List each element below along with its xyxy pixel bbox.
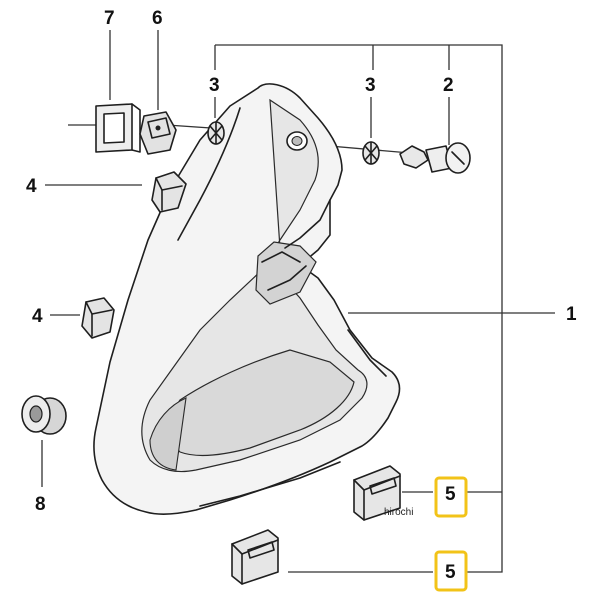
callout-labels: 7 6 3 3 2 4 4 1 8 5 5 [26, 8, 577, 583]
clip-part-6 [139, 111, 177, 155]
handle-edge-2 [267, 265, 307, 291]
grommet-8-hole [29, 405, 43, 423]
bezel-side [131, 103, 141, 153]
highlight-box-5b [434, 550, 468, 592]
clip-5b-slot [247, 541, 275, 559]
bezel-window [103, 112, 125, 144]
clip-6-body [139, 111, 177, 155]
callout-4-lower: 4 [32, 306, 43, 327]
grommet-part-8 [21, 395, 67, 435]
bracket-line-top [215, 44, 503, 492]
callout-5-upper: 5 [445, 484, 456, 505]
callout-5-lower: 5 [445, 562, 456, 583]
panel-mount-hole-inner [291, 136, 303, 146]
clip-5a-slot [369, 477, 397, 495]
leader-lines [41, 30, 555, 573]
fastener-2-slot [451, 151, 465, 165]
panel-bottom-edge [199, 461, 341, 507]
clip-part-5-upper [353, 465, 401, 521]
clip-part-5-lower [231, 529, 279, 585]
star-nut-3-left [207, 121, 225, 145]
callout-1: 1 [566, 304, 577, 325]
panel-ridge-1 [177, 107, 241, 241]
callout-8: 8 [35, 494, 46, 515]
star-nut-3b-teeth [364, 141, 378, 165]
callout-7: 7 [104, 8, 115, 29]
callout-2: 2 [443, 75, 454, 96]
clip-part-4-lower [81, 297, 115, 339]
callout-4-upper: 4 [26, 176, 37, 197]
clip-6-hole [155, 125, 161, 131]
star-nut-3a-teeth [209, 121, 223, 145]
fastener-part-2 [399, 142, 471, 174]
callout-3-right: 3 [365, 75, 376, 96]
clip-4b-body [81, 297, 115, 339]
highlight-box-5a [434, 476, 468, 518]
leader-5b-right [465, 492, 503, 573]
panel-ridge-2 [284, 199, 331, 249]
clip-6-face [147, 117, 171, 139]
panel-ridge-3 [347, 329, 387, 377]
clip-4a-body [151, 171, 187, 213]
fastener-2-tip [399, 145, 429, 169]
handle-edge [261, 251, 301, 263]
clip-part-4-upper [151, 171, 187, 213]
bezel-part-7 [95, 103, 141, 153]
callout-3-left: 3 [209, 75, 220, 96]
star-nut-3-right [362, 141, 380, 165]
panel-pocket-shadow [149, 397, 187, 471]
callout-6: 6 [152, 8, 163, 29]
watermark-text: hirochi [384, 507, 413, 518]
